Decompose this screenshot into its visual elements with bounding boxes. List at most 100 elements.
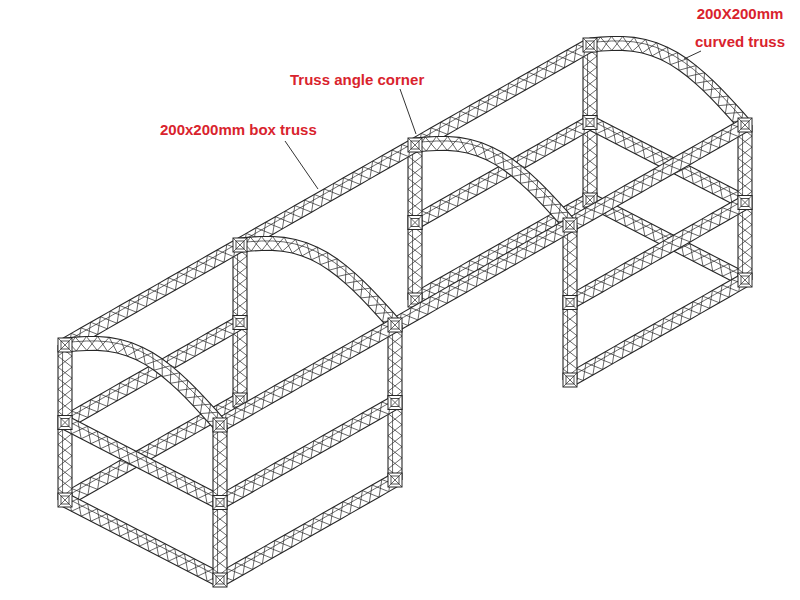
corner-block-brace: [563, 373, 577, 387]
corner-block-brace: [738, 196, 752, 210]
truss-lacing: [388, 325, 402, 480]
truss-chord: [62, 429, 217, 509]
truss-band: [583, 45, 597, 200]
corner-block-brace: [563, 218, 577, 232]
truss-chord: [392, 219, 567, 319]
truss-chord: [591, 50, 740, 129]
truss-chord: [414, 43, 589, 143]
truss-lacing: [388, 325, 402, 480]
truss-chord: [64, 320, 239, 420]
truss-lacing: [62, 421, 217, 508]
truss-band: [217, 474, 399, 586]
truss-band: [738, 125, 752, 280]
corner-block: [388, 396, 402, 410]
truss-post: [213, 425, 227, 580]
corner-block: [58, 338, 72, 352]
truss-chord: [414, 136, 575, 220]
truss-lacing: [64, 336, 218, 429]
curved-truss: [414, 136, 575, 229]
truss-lacing: [233, 245, 247, 400]
corner-block-brace: [388, 473, 402, 487]
corner-block-face: [583, 116, 597, 130]
corner-block-brace: [563, 296, 577, 310]
truss-band: [62, 494, 223, 586]
corner-block-face: [738, 118, 752, 132]
truss-chord: [398, 231, 573, 331]
curved-truss: [64, 336, 225, 429]
truss-lacing: [223, 479, 398, 586]
truss-chord: [412, 39, 587, 139]
truss-post: [58, 345, 72, 500]
corner-block-brace: [58, 416, 72, 430]
callout-label: 200X200mm curved truss: [692, 0, 788, 56]
truss-post: [738, 125, 752, 280]
truss-band: [233, 245, 247, 400]
corner-block: [583, 116, 597, 130]
truss-chord: [394, 223, 569, 323]
truss-chord: [219, 478, 394, 578]
truss-lacing: [563, 225, 577, 380]
truss-lacing: [58, 345, 72, 500]
truss-lacing: [583, 45, 597, 200]
truss-post: [408, 145, 422, 300]
corner-block-face: [213, 496, 227, 510]
truss-lacing: [68, 494, 223, 581]
corner-block: [738, 196, 752, 210]
truss-lacing: [414, 136, 568, 229]
box-truss: [62, 494, 223, 586]
corner-block: [738, 118, 752, 132]
truss-band: [213, 425, 227, 580]
truss-chord: [569, 200, 744, 300]
corner-block-face: [388, 318, 402, 332]
truss-chord: [68, 494, 223, 574]
corner-block: [563, 373, 577, 387]
truss-chord: [239, 236, 400, 320]
truss-band: [408, 145, 422, 300]
truss-band: [62, 416, 223, 508]
truss-band: [392, 219, 574, 331]
truss-band: [589, 36, 750, 129]
corner-block-face: [233, 316, 247, 330]
corner-block-brace: [213, 496, 227, 510]
corner-block: [58, 493, 72, 507]
truss-chord: [567, 119, 742, 219]
corner-block-face: [388, 473, 402, 487]
corner-block: [738, 273, 752, 287]
corner-block-brace: [213, 573, 227, 587]
truss-post: [233, 245, 247, 400]
leader-line: [684, 51, 701, 59]
truss-chord: [66, 350, 215, 429]
corner-block-face: [738, 273, 752, 287]
truss-chord: [241, 250, 390, 329]
truss-chord: [567, 196, 742, 296]
truss-post: [583, 45, 597, 200]
truss-chord: [66, 420, 221, 500]
truss-lacing: [213, 425, 227, 580]
truss-lacing: [233, 245, 247, 400]
truss-lacing: [213, 425, 227, 580]
truss-band: [58, 345, 72, 500]
corner-block: [388, 318, 402, 332]
truss-band: [64, 336, 225, 429]
corner-block: [583, 38, 597, 52]
truss-lacing: [583, 45, 597, 200]
truss-lacing: [243, 144, 418, 251]
corner-block: [213, 573, 227, 587]
box-truss: [62, 416, 223, 508]
truss-band: [567, 274, 749, 386]
corner-block: [563, 296, 577, 310]
corner-block: [213, 418, 227, 432]
corner-block: [563, 218, 577, 232]
truss-chord: [217, 319, 392, 419]
callout-label: 200x200mm box truss: [160, 116, 317, 144]
truss-band: [239, 236, 400, 329]
truss-band: [414, 136, 575, 229]
corner-block-face: [388, 396, 402, 410]
truss-lacing: [738, 125, 752, 280]
corner-block: [213, 496, 227, 510]
corner-block-face: [213, 573, 227, 587]
corner-block-brace: [388, 396, 402, 410]
corner-block-brace: [388, 318, 402, 332]
truss-chord: [569, 123, 744, 223]
